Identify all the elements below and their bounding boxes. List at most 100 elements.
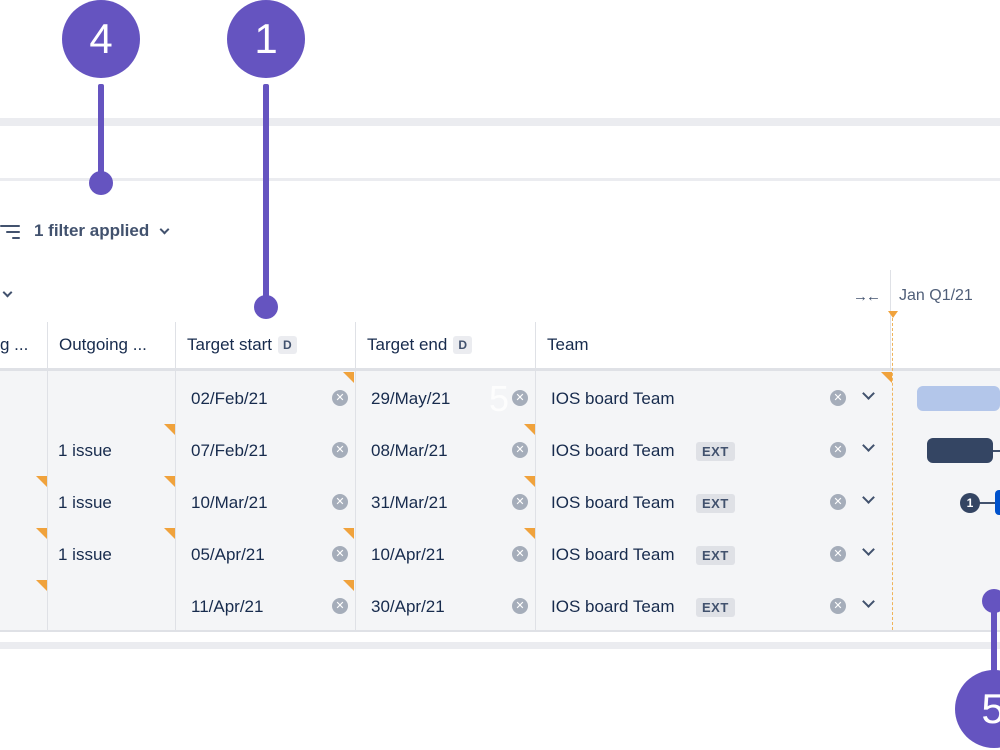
today-marker [888, 311, 898, 318]
clear-icon[interactable]: ✕ [512, 494, 528, 510]
clear-icon[interactable]: ✕ [512, 442, 528, 458]
chevron-down-icon[interactable] [2, 287, 13, 298]
target-start-value[interactable]: 10/Mar/21 [191, 493, 268, 512]
date-badge: D [278, 336, 297, 354]
section-divider-top [0, 118, 1000, 126]
chevron-down-icon[interactable] [862, 595, 875, 608]
dependency-line [993, 450, 1000, 452]
flag-marker [524, 528, 535, 539]
chevron-down-icon [159, 224, 170, 234]
column-header-label: Target end [367, 335, 448, 354]
callout-dot-1 [254, 295, 278, 319]
column-divider [355, 322, 356, 630]
team-value[interactable]: IOS board Team [551, 389, 675, 408]
clear-icon[interactable]: ✕ [332, 390, 348, 406]
target-end-value[interactable]: 30/Apr/21 [371, 597, 445, 616]
flag-marker [343, 528, 354, 539]
target-end-value[interactable]: 10/Apr/21 [371, 545, 445, 564]
column-header-label: Outgoing ... [59, 335, 147, 354]
flag-marker [524, 476, 535, 487]
column-header-incoming[interactable]: g ... [0, 322, 47, 368]
clear-icon[interactable]: ✕ [512, 598, 528, 614]
flag-marker [524, 424, 535, 435]
callout-line-1 [263, 84, 269, 300]
callout-badge-1: 1 [227, 0, 305, 78]
table-row[interactable]: 1 issue 10/Mar/21 ✕ 31/Mar/21 ✕ IOS boar… [0, 476, 892, 528]
callout-dot-4 [89, 171, 113, 195]
column-header-target-start[interactable]: Target start D [175, 322, 355, 368]
dependency-count-badge[interactable]: 1 [960, 493, 980, 513]
table-bottom-border [0, 630, 1000, 632]
external-badge: EXT [696, 598, 735, 617]
chevron-down-icon[interactable] [862, 491, 875, 504]
target-start-value[interactable]: 11/Apr/21 [191, 597, 264, 616]
table-row[interactable]: 1 issue 05/Apr/21 ✕ 10/Apr/21 ✕ IOS boar… [0, 528, 892, 580]
timeline-bar[interactable] [927, 438, 993, 463]
flag-marker [164, 528, 175, 539]
callout-line-5 [991, 600, 997, 672]
column-header-target-end[interactable]: Target end D [355, 322, 535, 368]
external-badge: EXT [696, 442, 735, 461]
today-marker-line [892, 318, 893, 630]
date-badge: D [453, 336, 473, 354]
callout-badge-4: 4 [62, 0, 140, 78]
column-header-label: Team [547, 335, 589, 354]
flag-marker [343, 580, 354, 591]
column-header-team[interactable]: Team [535, 322, 892, 368]
clear-icon[interactable]: ✕ [512, 390, 528, 406]
outgoing-value[interactable]: 1 issue [58, 545, 112, 564]
chevron-down-icon[interactable] [862, 439, 875, 452]
flag-marker [164, 424, 175, 435]
column-header-outgoing[interactable]: Outgoing ... [47, 322, 175, 368]
collapse-arrows-icon[interactable]: →← [853, 288, 881, 305]
target-start-value[interactable]: 02/Feb/21 [191, 389, 268, 408]
timeline-divider [890, 270, 891, 370]
clear-icon[interactable]: ✕ [332, 546, 348, 562]
flag-marker [343, 372, 354, 383]
clear-icon[interactable]: ✕ [830, 442, 846, 458]
table-header: g ... Outgoing ... Target start D Target… [0, 322, 892, 368]
clear-icon[interactable]: ✕ [830, 494, 846, 510]
clear-icon[interactable]: ✕ [332, 442, 348, 458]
clear-icon[interactable]: ✕ [332, 598, 348, 614]
table-row[interactable]: 02/Feb/21 ✕ 29/May/21 ✕ IOS board Team ✕ [0, 372, 892, 424]
target-start-value[interactable]: 07/Feb/21 [191, 441, 268, 460]
chevron-down-icon[interactable] [862, 543, 875, 556]
filter-dropdown-button[interactable]: 1 filter applied [0, 216, 170, 246]
clear-icon[interactable]: ✕ [830, 390, 846, 406]
target-start-value[interactable]: 05/Apr/21 [191, 545, 265, 564]
target-end-value[interactable]: 08/Mar/21 [371, 441, 448, 460]
external-badge: EXT [696, 494, 735, 513]
timeline-bar[interactable] [995, 490, 1000, 515]
section-divider-mid [0, 178, 1000, 181]
table-row[interactable]: 1 issue 07/Feb/21 ✕ 08/Mar/21 ✕ IOS boar… [0, 424, 892, 476]
callout-ghost-number: 5 [489, 378, 510, 419]
external-badge: EXT [696, 546, 735, 565]
flag-marker [36, 580, 47, 591]
flag-marker [36, 528, 47, 539]
table-row[interactable]: 11/Apr/21 ✕ 30/Apr/21 ✕ IOS board Team E… [0, 580, 892, 632]
column-divider [47, 322, 48, 630]
clear-icon[interactable]: ✕ [332, 494, 348, 510]
column-header-label: Target start [187, 335, 273, 354]
clear-icon[interactable]: ✕ [830, 546, 846, 562]
filter-label: 1 filter applied [34, 221, 150, 240]
flag-marker [36, 476, 47, 487]
section-divider-bottom [0, 642, 1000, 649]
team-value[interactable]: IOS board Team [551, 545, 675, 564]
column-header-label: g ... [0, 335, 29, 354]
team-value[interactable]: IOS board Team [551, 597, 675, 616]
outgoing-value[interactable]: 1 issue [58, 441, 112, 460]
outgoing-value[interactable]: 1 issue [58, 493, 112, 512]
flag-marker [164, 476, 175, 487]
timeline-bar[interactable] [917, 386, 1000, 411]
clear-icon[interactable]: ✕ [830, 598, 846, 614]
callout-line-4 [98, 84, 104, 180]
clear-icon[interactable]: ✕ [512, 546, 528, 562]
team-value[interactable]: IOS board Team [551, 441, 675, 460]
target-end-value[interactable]: 29/May/21 [371, 389, 451, 408]
target-end-value[interactable]: 31/Mar/21 [371, 493, 448, 512]
dependency-line [979, 502, 1000, 504]
team-value[interactable]: IOS board Team [551, 493, 675, 512]
chevron-down-icon[interactable] [862, 387, 875, 400]
